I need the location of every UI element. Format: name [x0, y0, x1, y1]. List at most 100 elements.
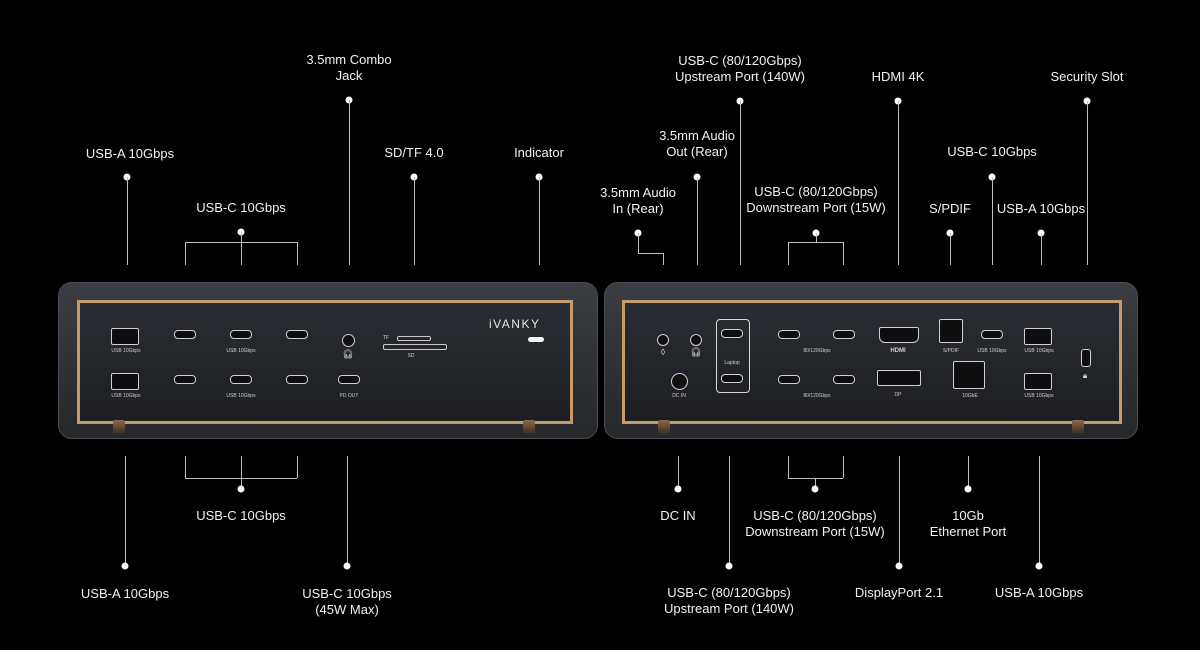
callout-line	[843, 456, 844, 478]
callout-line	[1039, 456, 1040, 566]
sd-card-slot[interactable]	[383, 344, 447, 350]
port-caption: DC IN	[672, 393, 686, 399]
usb-c-downstream-port[interactable]	[778, 330, 800, 339]
label-dc-in: DC IN	[660, 508, 696, 523]
usb-c-port[interactable]	[174, 330, 196, 339]
callout-bracket	[185, 242, 297, 243]
usb-c-port[interactable]	[286, 330, 308, 339]
usb-c-port[interactable]	[286, 375, 308, 384]
port-caption: 10GbE	[962, 393, 978, 399]
callout-line	[1041, 233, 1042, 265]
mic-icon: ◊	[660, 347, 666, 357]
port-caption: S/PDIF	[942, 348, 960, 354]
callout-dot	[725, 562, 733, 570]
port-caption: 80/120Gbps	[803, 348, 831, 354]
label-combo-jack: 3.5mm Combo Jack	[306, 52, 392, 83]
usb-a-port[interactable]	[1024, 328, 1052, 345]
label-usb-a-top-right: USB-A 10Gbps	[996, 201, 1086, 216]
callout-line	[968, 456, 969, 489]
label-usb-c-upstream-bottom: USB-C (80/120Gbps) Upstream Port (140W)	[663, 585, 795, 616]
callout-line	[663, 253, 664, 265]
port-caption: Laptop	[724, 360, 740, 366]
usb-a-port[interactable]	[111, 373, 139, 390]
lock-icon: 🔒︎	[1082, 371, 1088, 380]
callout-line	[185, 456, 186, 478]
port-caption: USB 10Gbps	[226, 348, 256, 354]
callout-line	[815, 478, 816, 489]
label-usb-a-top: USB-A 10Gbps	[85, 146, 175, 161]
callout-line	[347, 456, 348, 566]
combo-jack-port[interactable]	[342, 334, 355, 347]
audio-in-port[interactable]	[657, 334, 669, 346]
callout-line	[697, 177, 698, 265]
usb-c-port[interactable]	[230, 375, 252, 384]
callout-line	[127, 177, 128, 265]
callout-dot	[895, 562, 903, 570]
usb-c-10g-port[interactable]	[981, 330, 1003, 339]
dock-foot	[113, 420, 125, 434]
callout-dot	[237, 485, 245, 493]
label-usb-c-top: USB-C 10Gbps	[196, 200, 286, 215]
callout-line	[950, 233, 951, 265]
brand-logo: iVANKY	[489, 317, 541, 331]
label-usb-c-10: USB-C 10Gbps	[947, 144, 1037, 159]
usb-c-downstream-port[interactable]	[833, 375, 855, 384]
port-caption: DP	[894, 392, 902, 398]
callout-line	[125, 456, 126, 566]
displayport-port[interactable]	[877, 370, 921, 386]
usb-c-upstream-port[interactable]	[721, 374, 743, 383]
label-audio-in: 3.5mm Audio In (Rear)	[600, 185, 676, 216]
label-ethernet: 10Gb Ethernet Port	[929, 508, 1007, 539]
ethernet-port[interactable]	[953, 361, 985, 389]
callout-line	[740, 101, 741, 265]
usb-a-port[interactable]	[111, 328, 139, 345]
usb-c-port[interactable]	[230, 330, 252, 339]
callout-line	[788, 242, 789, 265]
callout-line	[638, 253, 663, 254]
callout-line	[788, 456, 789, 478]
label-usb-a-bottom-right: USB-A 10Gbps	[994, 585, 1084, 600]
usb-c-port[interactable]	[174, 375, 196, 384]
label-indicator: Indicator	[514, 145, 564, 160]
port-caption: USB 10Gbps	[1024, 348, 1054, 354]
headphone-icon: 🎧︎	[690, 347, 702, 357]
callout-line	[899, 456, 900, 566]
tf-card-slot[interactable]	[397, 336, 431, 341]
label-usb-c-bottom: USB-C 10Gbps	[196, 508, 286, 523]
port-caption: HDMI	[890, 348, 906, 354]
label-sd-tf: SD/TF 4.0	[384, 145, 444, 160]
headphone-icon: 🎧︎	[342, 349, 354, 359]
laptop-port-group	[716, 319, 750, 393]
usb-c-downstream-port[interactable]	[833, 330, 855, 339]
callout-line	[185, 242, 186, 265]
callout-line	[297, 456, 298, 478]
port-caption: USB 10Gbps	[1024, 393, 1054, 399]
label-audio-out: 3.5mm Audio Out (Rear)	[659, 128, 735, 159]
right-dock-rear-panel	[622, 300, 1122, 424]
label-security-slot: Security Slot	[1050, 69, 1124, 84]
callout-dot	[811, 485, 819, 493]
callout-line	[414, 177, 415, 265]
port-caption: USB 10Gbps	[111, 348, 141, 354]
audio-out-port[interactable]	[690, 334, 702, 346]
usb-a-port[interactable]	[1024, 373, 1052, 390]
port-caption: SD	[407, 353, 415, 359]
dock-foot	[658, 420, 670, 434]
usb-c-upstream-port[interactable]	[721, 329, 743, 338]
dc-in-port[interactable]	[671, 373, 688, 390]
callout-dot	[964, 485, 972, 493]
hdmi-port[interactable]	[879, 327, 919, 343]
callout-line	[678, 456, 679, 489]
spdif-port[interactable]	[939, 319, 963, 343]
label-usb-c-pd: USB-C 10Gbps (45W Max)	[302, 586, 392, 617]
usb-c-downstream-port[interactable]	[778, 375, 800, 384]
left-dock-front-panel	[77, 300, 573, 424]
callout-dot	[343, 562, 351, 570]
callout-line	[241, 456, 242, 489]
label-usb-c-downstream-top: USB-C (80/120Gbps) Downstream Port (15W)	[746, 184, 886, 215]
usb-c-pd-port[interactable]	[338, 375, 360, 384]
callout-line	[843, 242, 844, 265]
security-slot[interactable]	[1081, 349, 1091, 367]
callout-bracket	[788, 242, 843, 243]
port-caption: USB 10Gbps	[977, 348, 1007, 354]
